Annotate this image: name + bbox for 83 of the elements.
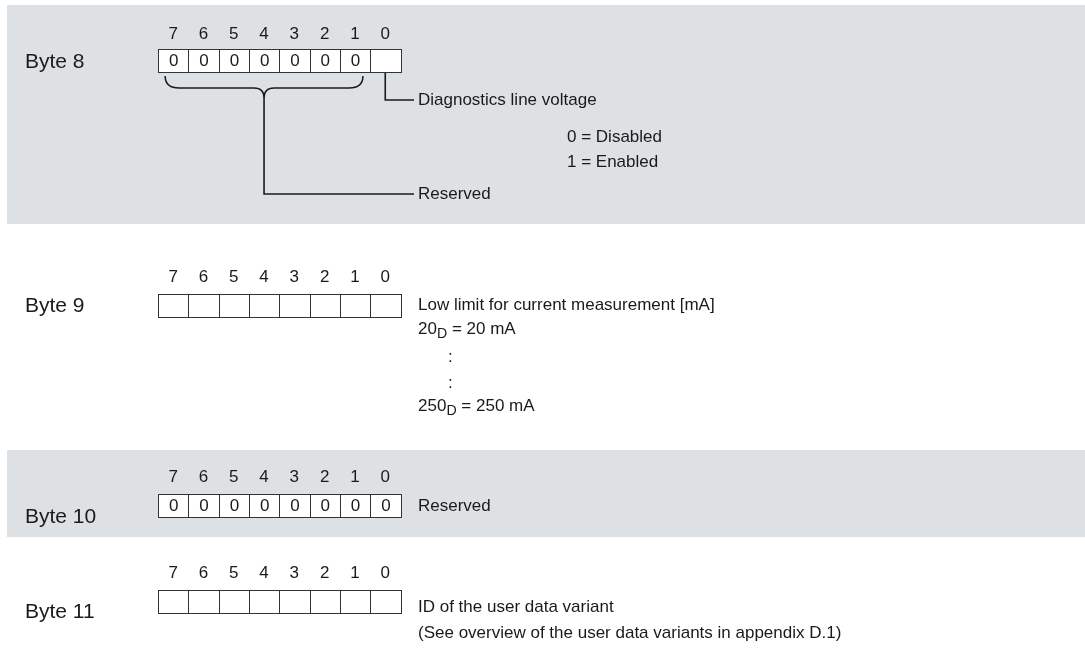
bit-cell: 0 — [370, 494, 402, 518]
bit-cell: 0 — [158, 49, 190, 73]
bit-cell: 0 — [339, 494, 372, 518]
bit-cell — [248, 294, 281, 318]
bit-number: 3 — [289, 24, 300, 44]
bit-cell: 0 — [218, 494, 251, 518]
bit-number: 3 — [289, 563, 300, 583]
bit-number: 5 — [229, 467, 239, 487]
bit-number: 2 — [319, 467, 330, 487]
field-description: Reserved — [418, 496, 491, 516]
bit-cell — [279, 294, 311, 318]
bit-number: 5 — [229, 563, 239, 583]
bit-number: 3 — [289, 467, 300, 487]
bit-cell — [339, 590, 372, 614]
bit-number: 3 — [289, 267, 300, 287]
bit-number: 4 — [259, 267, 269, 287]
bit-cell: 0 — [309, 494, 342, 518]
bit-number: 0 — [380, 467, 390, 487]
bit-number: 4 — [259, 563, 269, 583]
bit-cell — [188, 294, 220, 318]
bit-cell: 0 — [188, 49, 220, 73]
bit-cell — [158, 590, 190, 614]
field-description: Reserved — [418, 184, 491, 204]
bit-cell: 0 — [279, 494, 311, 518]
field-description: Diagnostics line voltage — [418, 90, 597, 110]
bit-number: 2 — [319, 24, 330, 44]
bit-cell — [279, 590, 311, 614]
bit-number: 1 — [350, 467, 360, 487]
bit-cell: 0 — [248, 494, 281, 518]
bit-number: 6 — [198, 563, 209, 583]
bit-number: 1 — [350, 563, 360, 583]
bit-number: 1 — [350, 267, 360, 287]
byte-label: Byte 8 — [25, 49, 85, 73]
bit-cell: 0 — [158, 494, 190, 518]
bit-number: 7 — [168, 467, 178, 487]
bit-cell — [218, 590, 251, 614]
bit-number: 7 — [168, 267, 178, 287]
leader-line — [384, 72, 415, 101]
bit-cell — [339, 294, 372, 318]
bit-cell: 0 — [248, 49, 281, 73]
bit-number: 2 — [319, 563, 330, 583]
bit-cell — [370, 49, 402, 73]
bit-number: 6 — [198, 267, 209, 287]
bit-number: 2 — [319, 267, 330, 287]
bit-number: 7 — [168, 563, 178, 583]
bit-number: 4 — [259, 467, 269, 487]
bit-cell: 0 — [339, 49, 372, 73]
bit-cell — [218, 294, 251, 318]
note-text: (See overview of the user data variants in appendix D.1) — [418, 623, 842, 643]
bit-cell: 0 — [218, 49, 251, 73]
bit-cell — [370, 590, 402, 614]
bit-cell: 0 — [309, 49, 342, 73]
ellipsis-mark: : — [448, 373, 453, 393]
bit-cell — [158, 294, 190, 318]
bit-cell — [309, 590, 342, 614]
bit-number: 6 — [198, 467, 209, 487]
bit-cell — [309, 294, 342, 318]
bit-cell: 0 — [188, 494, 220, 518]
value-description: 0 = Disabled — [567, 127, 662, 147]
leader-line — [263, 97, 415, 195]
bit-number: 0 — [380, 24, 390, 44]
bit-number: 0 — [380, 563, 390, 583]
bit-number: 6 — [198, 24, 209, 44]
field-description: Low limit for current measurement [mA] — [418, 295, 715, 315]
bit-cell: 0 — [279, 49, 311, 73]
value-description: 250$_{D}$ = 250 mA — [418, 395, 535, 421]
bit-number: 0 — [380, 267, 390, 287]
byte-label: Byte 9 — [25, 293, 85, 317]
bit-cell — [248, 590, 281, 614]
bit-number: 1 — [350, 24, 360, 44]
bit-number: 5 — [229, 267, 239, 287]
value-description: 20$_{D}$ = 20 mA — [418, 318, 516, 344]
ellipsis-mark: : — [448, 347, 453, 367]
byte-label: Byte 11 — [25, 599, 95, 623]
bit-number: 7 — [168, 24, 178, 44]
bit-number: 4 — [259, 24, 269, 44]
byte-label: Byte 10 — [25, 504, 97, 528]
field-description: ID of the user data variant — [418, 597, 614, 617]
brace-bracket — [164, 75, 364, 99]
bit-number: 5 — [229, 24, 239, 44]
value-description: 1 = Enabled — [567, 152, 659, 172]
bit-cell — [370, 294, 402, 318]
bit-cell — [188, 590, 220, 614]
